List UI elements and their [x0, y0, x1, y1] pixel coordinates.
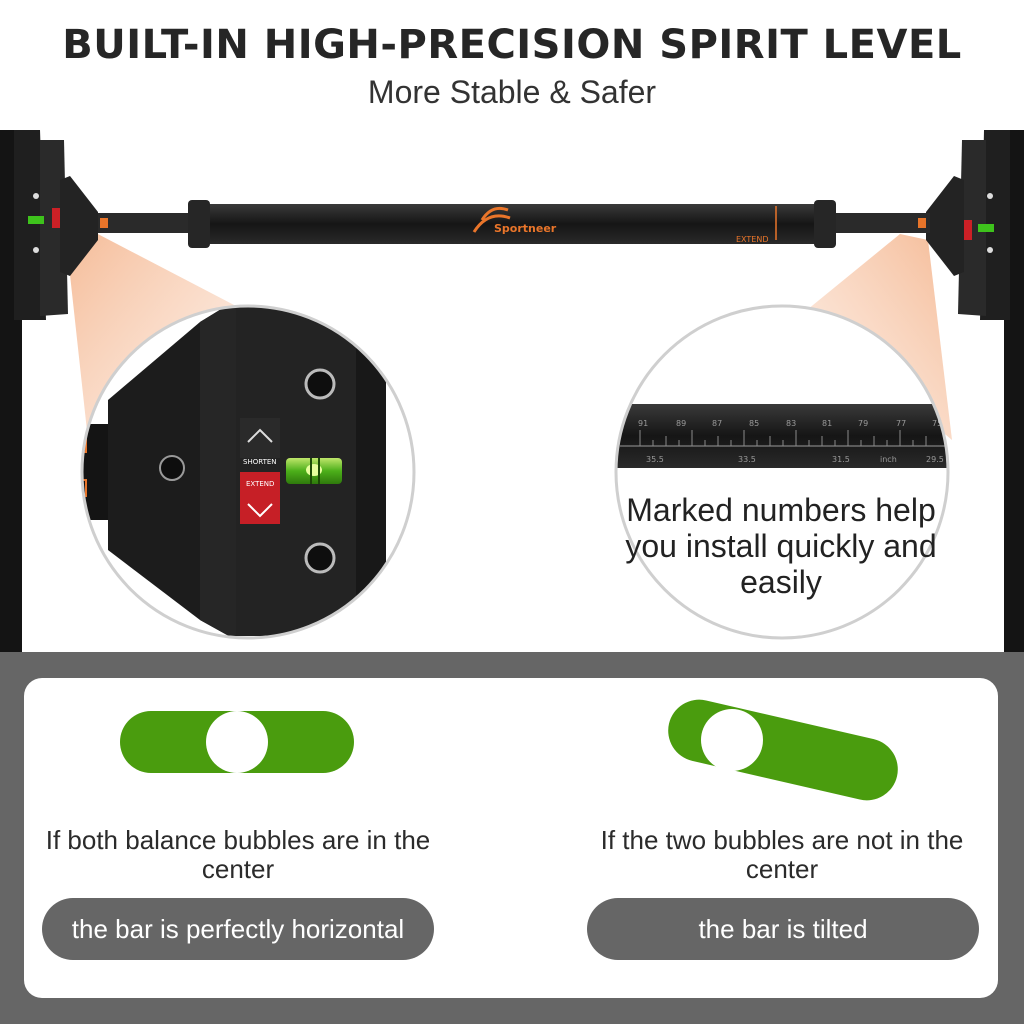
ruler-inch-number: 29.5 — [926, 455, 944, 464]
level-indicator-centered — [120, 711, 354, 773]
centered-bubbles-description: If both balance bubbles are in the cente… — [45, 825, 431, 884]
ruler-inch-label: inch — [880, 455, 897, 464]
left-end-mount — [14, 130, 98, 320]
level-indicator-tilted — [668, 699, 898, 801]
ruler-inch-number: 35.5 — [646, 455, 664, 464]
ruler-scale — [620, 430, 946, 447]
level-label-shorten: SHORTEN — [243, 458, 277, 466]
page-title: BUILT-IN HIGH-PRECISION SPIRIT LEVEL — [62, 22, 962, 68]
ruler-number: 91 — [638, 419, 648, 428]
ruler-number: 77 — [896, 419, 906, 428]
ruler-number: 83 — [786, 419, 796, 428]
main-bar — [190, 204, 834, 244]
brand-logo — [472, 206, 511, 233]
bar-extend-label: EXTEND — [736, 235, 768, 244]
result-tilted-badge: the bar is tilted — [587, 898, 979, 960]
ruler-number: 79 — [858, 419, 868, 428]
ruler-number: 89 — [676, 419, 686, 428]
ruler-number: 75 — [932, 419, 942, 428]
bubble-off-center — [701, 709, 763, 771]
ruler-number: 85 — [749, 419, 759, 428]
ruler-number: 81 — [822, 419, 832, 428]
ruler-callout-text: Marked numbers help you install quickly … — [625, 492, 937, 600]
inner-rod-right — [834, 213, 930, 233]
zoom-circle-left — [82, 306, 414, 638]
ruler-inch-number: 33.5 — [738, 455, 756, 464]
brand-name: Sportneer — [494, 222, 557, 235]
zoom-circle-right — [616, 306, 948, 638]
ruler-number: 87 — [712, 419, 722, 428]
bar-grip-right — [814, 200, 836, 248]
inner-rod-left — [98, 213, 190, 233]
tilted-bubbles-description: If the two bubbles are not in the center — [600, 825, 964, 884]
ruler-inch-number: 31.5 — [832, 455, 850, 464]
bar-grip-left — [188, 200, 210, 248]
result-horizontal-badge: the bar is perfectly horizontal — [42, 898, 434, 960]
product-illustration: Sportneer EXTEND SHORTEN EXTEND — [0, 130, 1024, 660]
page-subtitle: More Stable & Safer — [367, 74, 657, 110]
level-label-extend: EXTEND — [246, 480, 274, 488]
right-end-mount — [926, 130, 1010, 320]
